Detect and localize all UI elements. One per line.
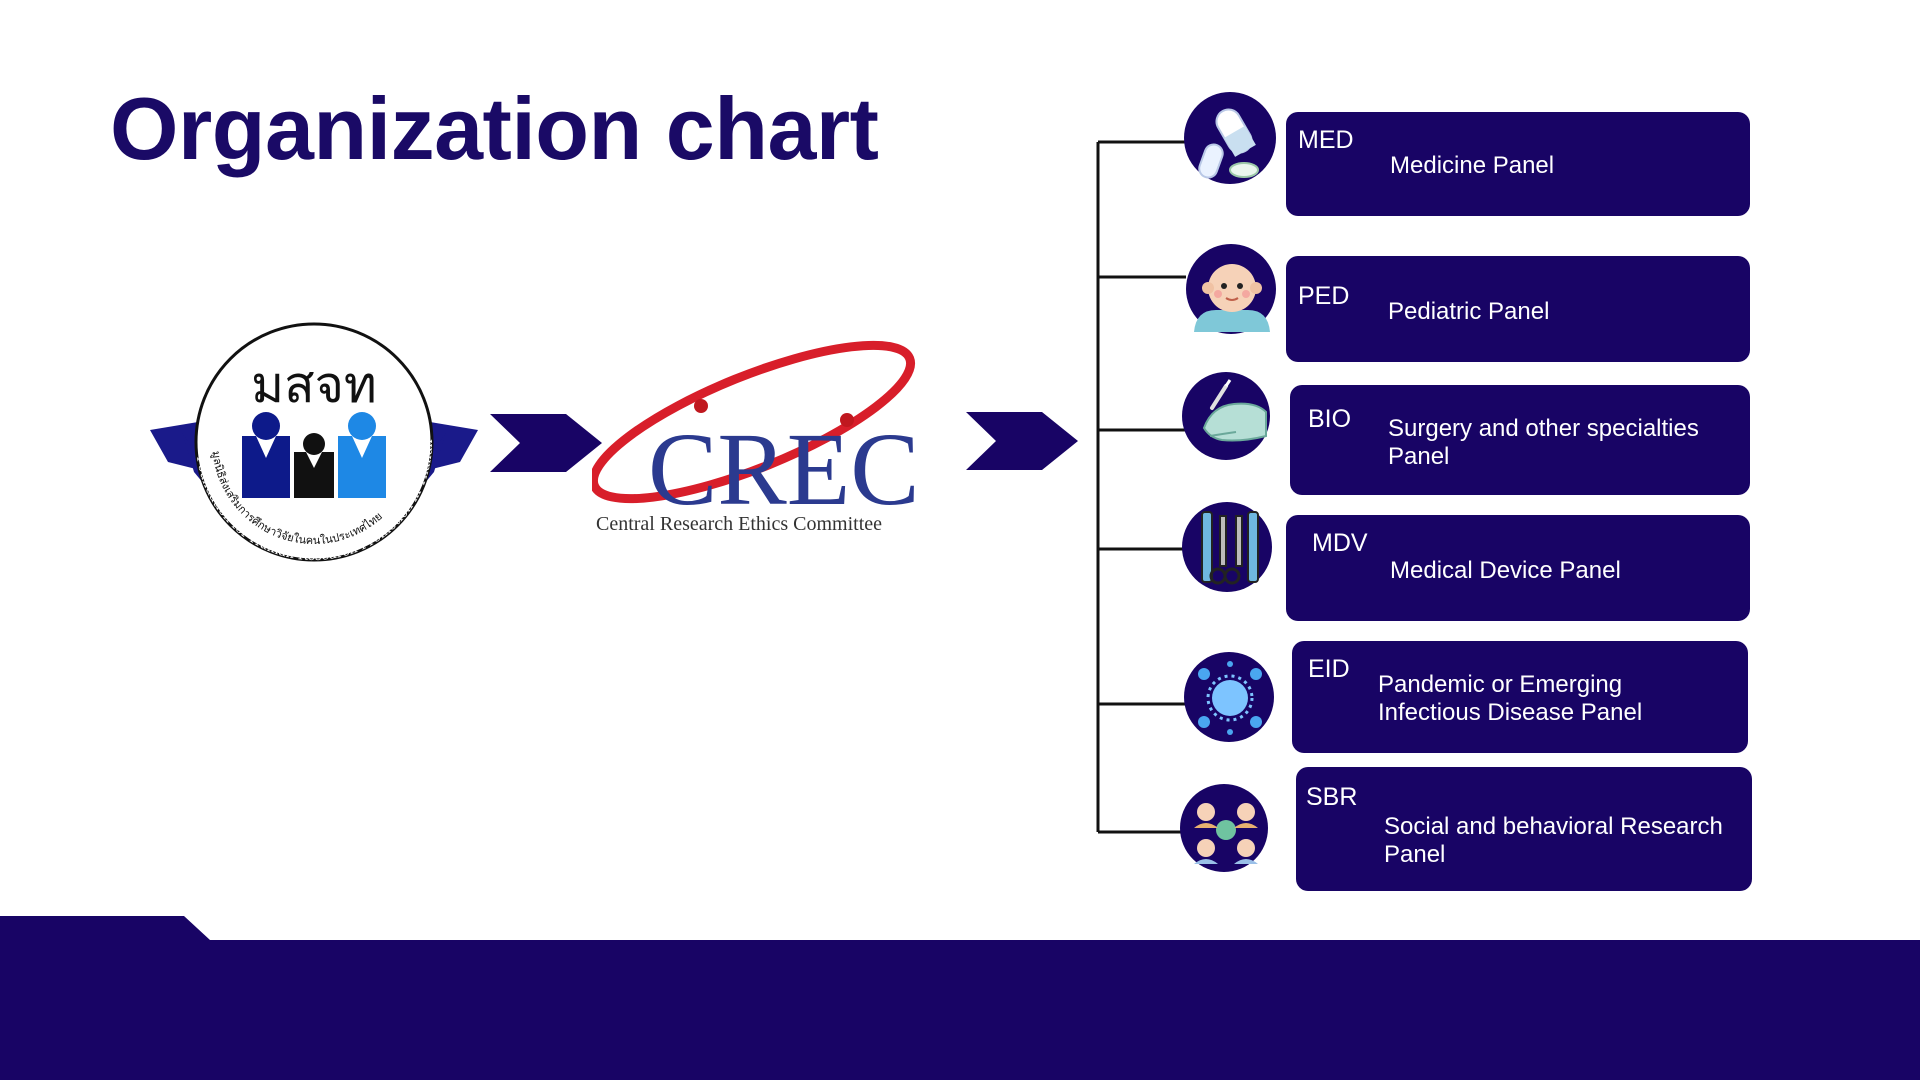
virus-icon (1184, 652, 1274, 742)
panel-card-eid[interactable]: EID Pandemic or Emerging Infectious Dise… (1292, 641, 1748, 753)
panel-code: MED (1298, 126, 1354, 154)
panel-card-ped[interactable]: PED Pediatric Panel (1286, 256, 1750, 362)
panel-name: Medicine Panel (1390, 152, 1555, 179)
panel-card-mdv[interactable]: MDV Medical Device Panel (1286, 515, 1750, 621)
crec-logo: CREC Central Research Ethics Committee (592, 340, 920, 535)
panel-code: EID (1308, 655, 1350, 683)
panel-name: Medical Device Panel (1390, 557, 1621, 584)
panel-card-bio[interactable]: BIO Surgery and other specialties Panel (1290, 385, 1750, 495)
baby-icon (1186, 244, 1276, 334)
panel-name: Pandemic or Emerging Infectious Disease … (1378, 671, 1643, 726)
people-group-icon (1180, 784, 1268, 872)
panel-card-med[interactable]: MED Medicine Panel (1286, 112, 1750, 216)
panel-card-sbr[interactable]: SBR Social and behavioral Research Panel (1296, 767, 1752, 891)
fhrp-thai-wordmark: มสจท (251, 356, 377, 414)
flow-arrow-2 (966, 412, 1078, 470)
panel-name: Surgery and other specialties Panel (1388, 415, 1699, 470)
panel-name: Pediatric Panel (1388, 298, 1550, 325)
footer-band (0, 916, 1920, 1080)
panel-code: BIO (1308, 405, 1352, 433)
fhrp-foundation-logo: มสจท Foundation for Human Research Promo… (148, 322, 478, 564)
crec-subtitle: Central Research Ethics Committee (596, 513, 882, 535)
panel-code: MDV (1312, 529, 1368, 557)
medical-instruments-icon (1182, 502, 1272, 592)
panel-code: SBR (1306, 783, 1358, 811)
panel-code: PED (1298, 282, 1350, 310)
crec-wordmark: CREC (648, 412, 920, 527)
surgery-hand-icon (1182, 372, 1270, 460)
pills-icon (1184, 92, 1276, 184)
org-tree-connectors (1096, 140, 1186, 834)
page-title: Organization chart (110, 79, 879, 178)
panel-name: Social and behavioral Research Panel (1384, 813, 1723, 868)
flow-arrow-1 (490, 414, 602, 472)
